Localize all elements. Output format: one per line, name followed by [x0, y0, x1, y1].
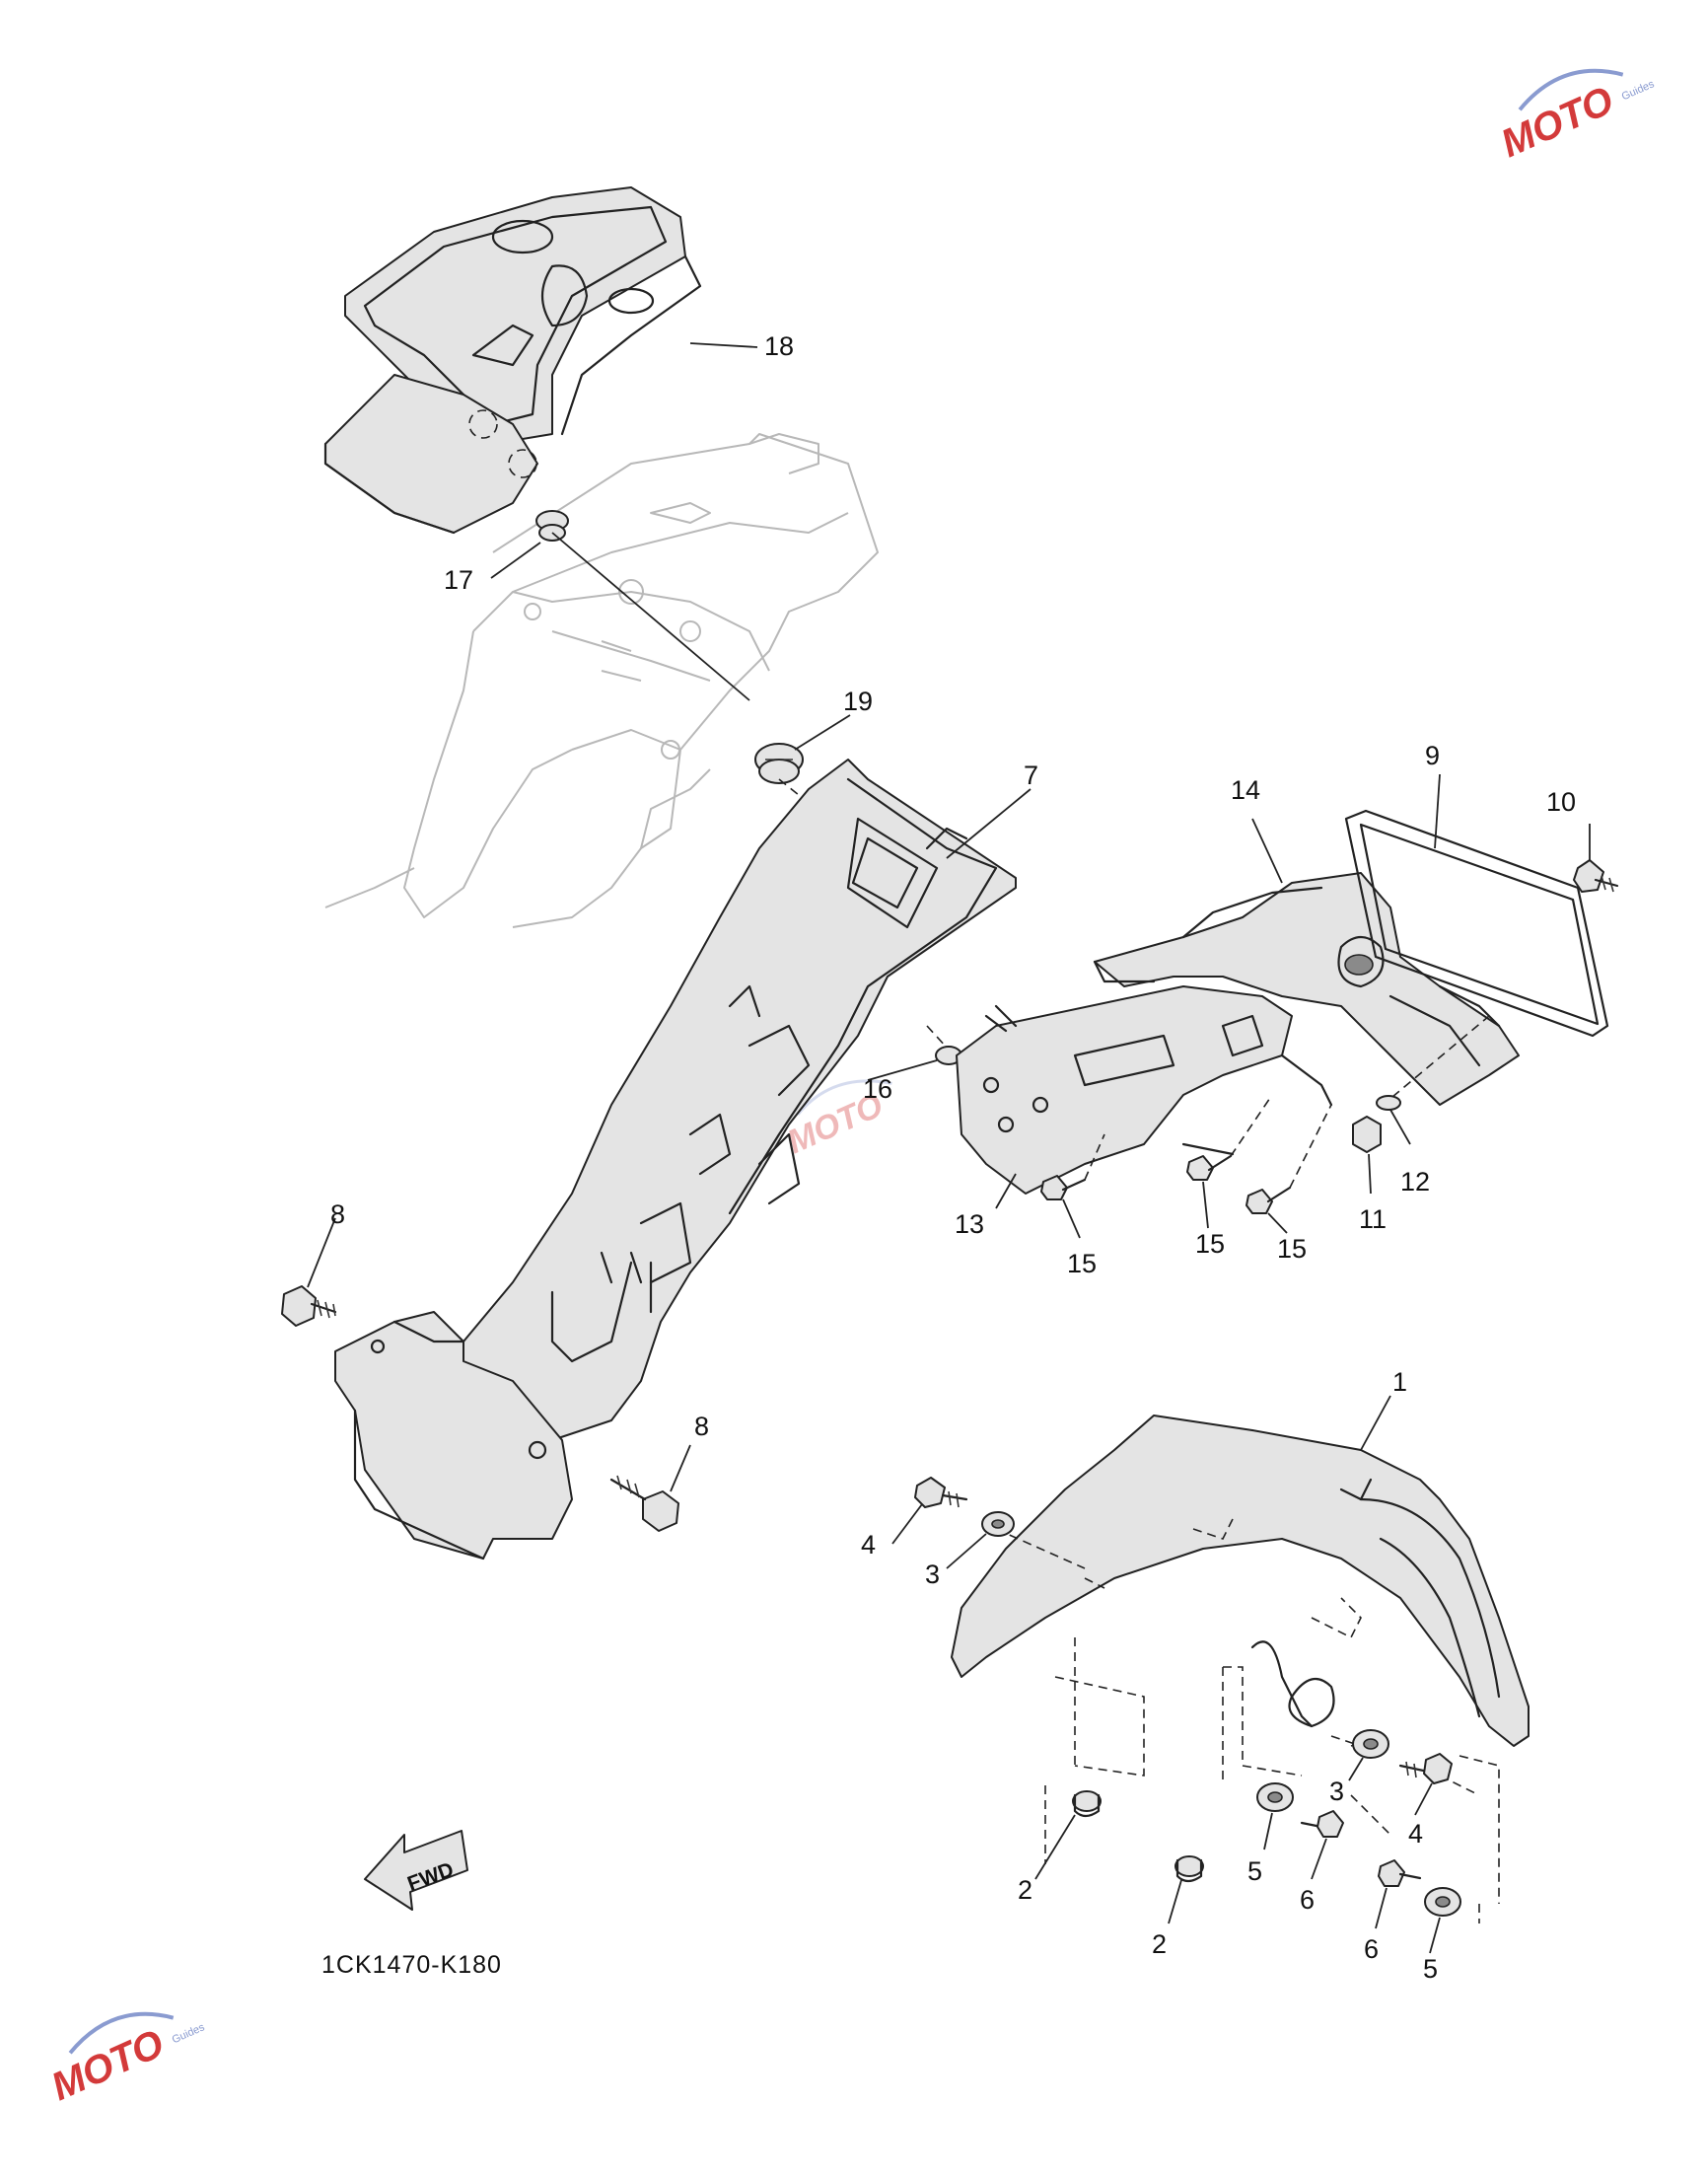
part-18-storage-tray: [323, 186, 702, 535]
part-2-clip-lower: [1168, 1855, 1204, 1924]
watermark-text: MOTO: [1495, 79, 1620, 167]
part-2-clip-upper: [1034, 1790, 1102, 1880]
callout-5: 5: [1247, 1856, 1262, 1886]
part-5-grommet-left: [1256, 1782, 1294, 1850]
callout-18: 18: [764, 331, 794, 361]
part-5-grommet-right: [1424, 1887, 1461, 1954]
callout-2: 2: [1152, 1929, 1167, 1959]
callout-14: 14: [1231, 775, 1260, 805]
part-9-gasket: [1344, 773, 1609, 1038]
callout-3: 3: [925, 1560, 940, 1589]
part-13-license-bracket: [956, 985, 1333, 1209]
watermark-logo-bottom: MOTO Guides: [45, 2011, 207, 2110]
callout-17: 17: [444, 565, 473, 595]
callout-9: 9: [1425, 741, 1440, 770]
callout-6: 6: [1364, 1934, 1379, 1964]
leader-17: [490, 542, 541, 579]
callout-15: 15: [1067, 1249, 1097, 1278]
callout-3: 3: [1329, 1777, 1344, 1806]
part-19-damper: [754, 743, 879, 859]
part-14-tail-cover: [1093, 818, 1520, 1106]
callout-2: 2: [1018, 1875, 1032, 1905]
part-3-grommet-upper: [946, 1511, 1015, 1569]
callout-15: 15: [1277, 1234, 1307, 1264]
watermark-logo-top: MOTO Guides: [1495, 68, 1657, 167]
part-8-bolt-right: [609, 1444, 691, 1532]
part-15-screw-c: [1245, 1104, 1332, 1234]
part-8-bolt-left: [281, 1217, 337, 1327]
part-7-rear-inner-fender: [334, 759, 1017, 1560]
callout-12: 12: [1400, 1167, 1430, 1197]
watermark-subtext: Guides: [171, 2021, 207, 2046]
part-10-screw: [1573, 824, 1619, 893]
leader-18: [689, 342, 758, 348]
part-1-front-fender: [951, 1395, 1530, 1747]
callout-4: 4: [861, 1530, 876, 1560]
part-6-bolt-right: [1375, 1859, 1422, 1929]
fwd-arrow-icon: FWD: [364, 1830, 468, 1911]
callout-8: 8: [694, 1412, 709, 1441]
callout-15: 15: [1195, 1229, 1225, 1259]
watermark-subtext: Guides: [1620, 78, 1657, 103]
callout-8: 8: [330, 1199, 345, 1229]
callout-4: 4: [1408, 1819, 1423, 1849]
leader-7: [946, 788, 1032, 859]
callout-6: 6: [1300, 1885, 1315, 1915]
callout-19: 19: [843, 687, 873, 716]
part-6-bolt-left: [1300, 1810, 1344, 1880]
part-11-nut: [1352, 1116, 1382, 1195]
callout-7: 7: [1024, 761, 1038, 790]
watermark-text: MOTO: [45, 2022, 171, 2110]
part-3-grommet-lower: [1348, 1729, 1389, 1781]
callout-11: 11: [1359, 1204, 1387, 1234]
part-16-collar: [867, 1025, 962, 1081]
callout-1: 1: [1392, 1367, 1407, 1397]
callout-10: 10: [1546, 787, 1576, 817]
part-15-screw-b: [1186, 1094, 1273, 1229]
diagram-code: 1CK1470-K180: [321, 1951, 502, 1979]
part-4-bolt-lower: [1398, 1753, 1453, 1816]
leader-19: [794, 714, 851, 751]
callout-5: 5: [1423, 1954, 1438, 1984]
part-15-screw-a: [1040, 1133, 1105, 1239]
frame-ghost: [324, 433, 879, 928]
callout-13: 13: [955, 1209, 984, 1239]
part-12-washer: [1376, 1015, 1490, 1145]
callout-16: 16: [863, 1074, 892, 1104]
part-17-grommet: [535, 510, 750, 701]
part-4-bolt-upper: [891, 1477, 968, 1545]
